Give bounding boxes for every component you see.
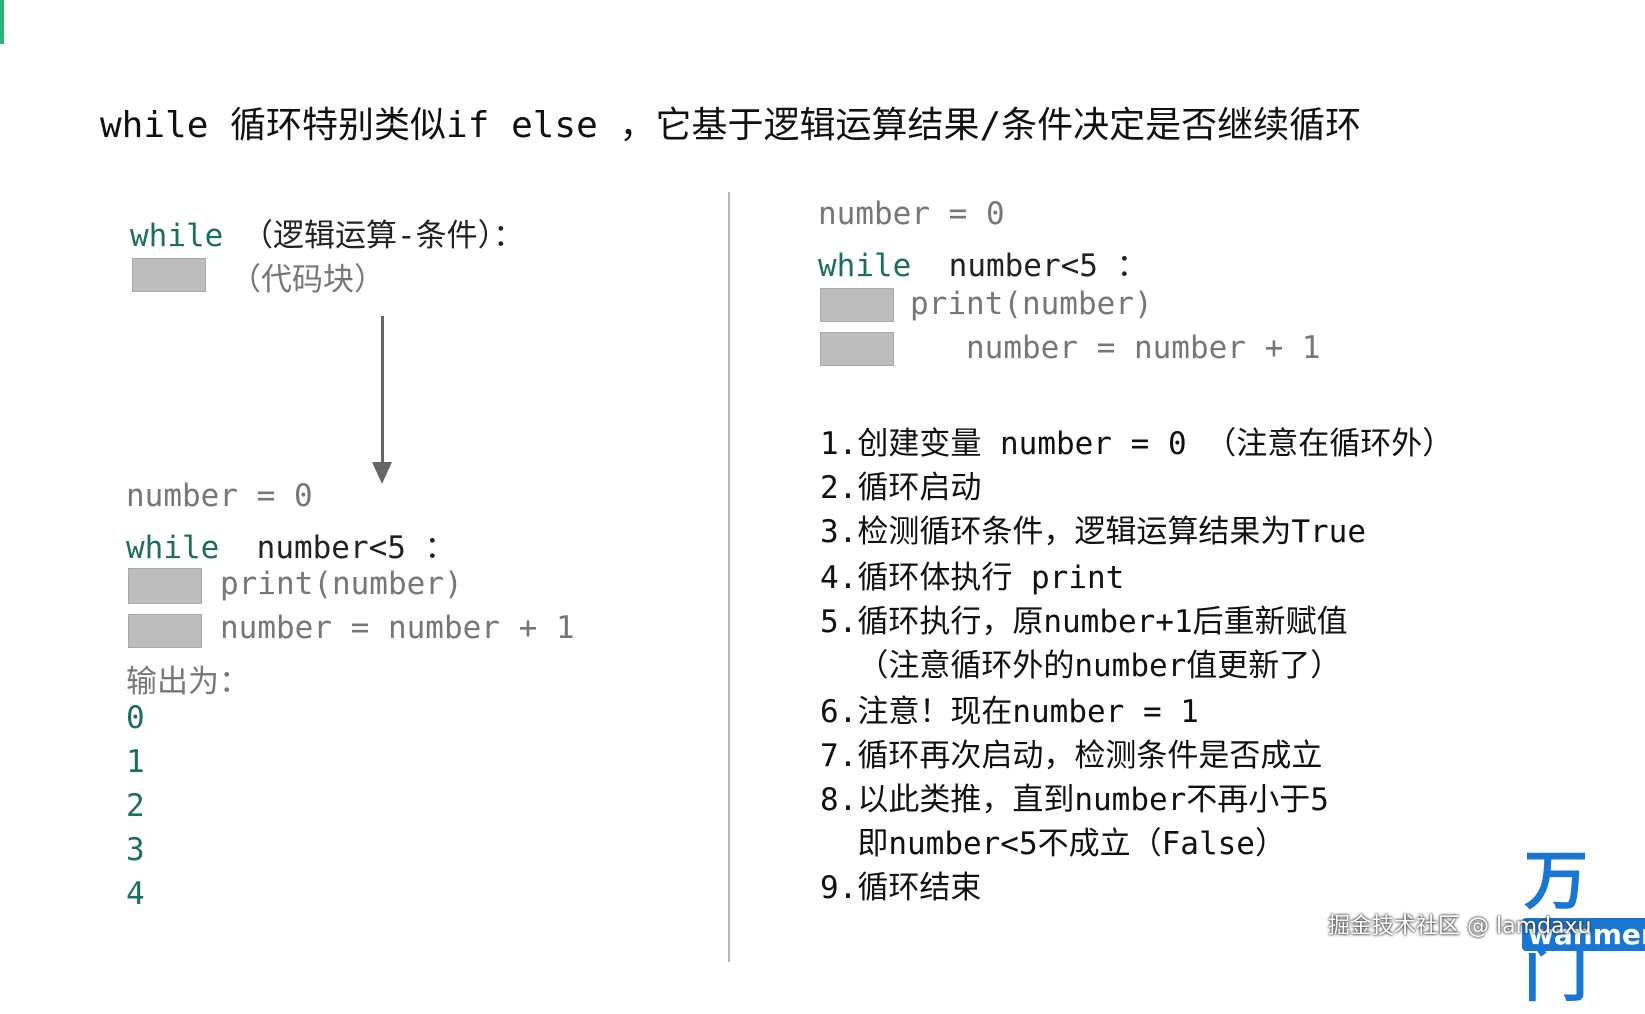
- indent-block-icon: [132, 258, 206, 292]
- step-item: 5.循环执行，原number+1后重新赋值: [820, 604, 1348, 640]
- right-code-line-3: print(number): [910, 286, 1153, 322]
- column-divider: [728, 192, 730, 962]
- output-value: 1: [126, 744, 145, 780]
- example-line-4: number = number + 1: [220, 610, 575, 646]
- syntax-condition: （逻辑运算-条件）：: [223, 218, 525, 254]
- example-while-keyword: while: [126, 530, 220, 566]
- output-value: 2: [126, 788, 145, 824]
- example-line-1: number = 0: [126, 478, 313, 514]
- headline: while 循环特别类似if else ，它基于逻辑运算结果/条件决定是否继续循…: [100, 96, 1361, 148]
- step-item: 4.循环体执行 print: [820, 560, 1125, 596]
- right-while-keyword: while: [818, 248, 912, 284]
- indent-block-icon: [128, 568, 202, 604]
- output-value: 3: [126, 832, 145, 868]
- step-item: 2.循环启动: [820, 470, 982, 506]
- indent-block-icon: [820, 288, 894, 322]
- down-arrow-icon: [381, 316, 384, 464]
- step-item: 1.创建变量 number = 0 （注意在循环外）: [820, 426, 1454, 462]
- step-item: 7.循环再次启动，检测条件是否成立: [820, 738, 1323, 774]
- output-label: 输出为：: [126, 664, 250, 700]
- right-code-line-2: while number<5 ：: [818, 240, 1148, 285]
- output-value: 4: [126, 876, 145, 912]
- syntax-while-line: while （逻辑运算-条件）：: [130, 210, 524, 255]
- syntax-block-label: （代码块）: [230, 262, 385, 298]
- brand-logo-sub: wanmen: [1522, 918, 1645, 951]
- right-code-line-1: number = 0: [818, 196, 1005, 232]
- arrow-head-icon: [372, 462, 392, 484]
- step-item: 3.检测循环条件，逻辑运算结果为True: [820, 514, 1366, 550]
- headline-keyword: while: [100, 105, 209, 146]
- indent-block-icon: [820, 332, 894, 366]
- indent-block-icon: [128, 614, 202, 648]
- step-item: 即number<5不成立（False）: [820, 826, 1286, 862]
- output-value: 0: [126, 700, 145, 736]
- step-item: 6.注意！现在number = 1: [820, 694, 1199, 730]
- watermark: 掘金技术社区 @ lamdaxu: [1328, 914, 1592, 939]
- step-item: 8.以此类推，直到number不再小于5: [820, 782, 1329, 818]
- step-item: 9.循环结束: [820, 870, 982, 906]
- example-condition: number<5 ：: [219, 530, 456, 566]
- headline-text: 循环特别类似if else ，它基于逻辑运算结果/条件决定是否继续循环: [208, 105, 1362, 146]
- right-condition: number<5 ：: [911, 248, 1148, 284]
- cut-off-title: ▔▔ ▔▔▔▔▔ ▔▔▔▔▔▔▔: [40, 0, 600, 6]
- example-line-2: while number<5 ：: [126, 522, 456, 567]
- syntax-while-keyword: while: [130, 218, 224, 254]
- step-item: （注意循环外的number值更新了）: [820, 648, 1342, 684]
- example-line-3: print(number): [220, 566, 463, 602]
- accent-bar: [0, 0, 4, 44]
- right-code-line-4: number = number + 1: [910, 330, 1321, 366]
